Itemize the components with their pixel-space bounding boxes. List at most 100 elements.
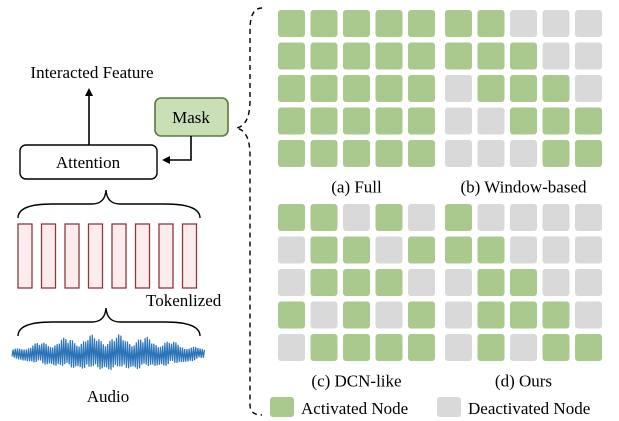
activated-node (375, 269, 403, 296)
activated-node (542, 107, 570, 135)
legend-activated-label: Activated Node (301, 399, 408, 418)
deactivated-node (575, 301, 602, 329)
activated-node (477, 269, 505, 296)
grid-caption: (a) Full (331, 178, 382, 197)
activated-node (278, 75, 305, 102)
deactivated-node (575, 269, 602, 296)
activated-node (375, 75, 403, 102)
deactivated-node (375, 236, 403, 264)
activated-node (477, 10, 505, 37)
mask-grid: (a) Full (278, 10, 435, 197)
activated-node (343, 301, 370, 329)
deactivated-node (278, 269, 305, 296)
deactivated-node (542, 204, 570, 231)
activated-node (310, 204, 338, 231)
activated-node (278, 301, 305, 329)
activated-node (445, 10, 472, 37)
activated-node (375, 107, 403, 135)
activated-node (408, 301, 435, 329)
legend: Activated Node Deactivated Node (270, 397, 590, 418)
activated-node (575, 334, 602, 361)
deactivated-node (445, 334, 472, 361)
activated-node (510, 107, 537, 135)
tokenized-label: Tokenlized (146, 291, 222, 310)
deactivated-node (477, 204, 505, 231)
deactivated-node (575, 10, 602, 37)
deactivated-node (445, 140, 472, 167)
deactivated-node (477, 140, 505, 167)
deactivated-node (310, 301, 338, 329)
activated-node (445, 236, 472, 264)
deactivated-node (343, 204, 370, 231)
activated-node (375, 10, 403, 37)
activated-node (343, 140, 370, 167)
activated-node (477, 75, 505, 102)
activated-node (408, 236, 435, 264)
token-box (181, 223, 198, 289)
activated-node (445, 204, 472, 231)
activated-node (542, 75, 570, 102)
token-box (134, 223, 151, 289)
activated-node (477, 42, 505, 70)
deactivated-node (542, 10, 570, 37)
audio-waveform (11, 334, 206, 370)
deactivated-node (510, 204, 537, 231)
activated-node (542, 301, 570, 329)
activated-node (375, 204, 403, 231)
deactivated-node (408, 204, 435, 231)
deactivated-node (575, 204, 602, 231)
activated-node (343, 269, 370, 296)
activated-node (375, 334, 403, 361)
deactivated-node (542, 269, 570, 296)
activated-node (310, 269, 338, 296)
grid-caption: (c) DCN-like (311, 372, 401, 391)
lower-brace (17, 307, 201, 337)
deactivated-node (510, 236, 537, 264)
deactivated-node (575, 42, 602, 70)
activated-node (343, 334, 370, 361)
activated-node (408, 334, 435, 361)
audio-label: Audio (87, 387, 130, 406)
token-row (17, 223, 198, 289)
activated-node (343, 107, 370, 135)
activated-node (575, 140, 602, 167)
activated-node (278, 140, 305, 167)
mask-grid: (c) DCN-like (278, 204, 435, 391)
deactivated-node (542, 236, 570, 264)
activated-node (343, 236, 370, 264)
deactivated-node (542, 42, 570, 70)
mask-label: Mask (172, 108, 210, 127)
activated-node (278, 204, 305, 231)
activated-node (408, 75, 435, 102)
activated-node (343, 75, 370, 102)
activated-node (278, 10, 305, 37)
legend-deactivated-swatch (437, 397, 461, 417)
activated-node (510, 75, 537, 102)
activated-node (375, 42, 403, 70)
activated-node (408, 42, 435, 70)
mask-grid: (b) Window-based (445, 10, 602, 197)
activated-node (575, 107, 602, 135)
deactivated-node (278, 334, 305, 361)
activated-node (310, 107, 338, 135)
mask-to-attention-arrow (162, 136, 192, 164)
attention-box (19, 144, 158, 180)
legend-activated-swatch (270, 397, 294, 417)
activated-node (310, 42, 338, 70)
token-box (87, 223, 104, 289)
activated-node (310, 75, 338, 102)
deactivated-node (477, 107, 505, 135)
activated-node (343, 10, 370, 37)
deactivated-node (575, 236, 602, 264)
token-box (64, 223, 80, 289)
deactivated-node (510, 10, 537, 37)
deactivated-node (510, 334, 537, 361)
grid-caption: (d) Ours (495, 372, 552, 391)
deactivated-node (575, 75, 602, 102)
activated-node (343, 42, 370, 70)
activated-node (278, 107, 305, 135)
activated-node (310, 236, 338, 264)
deactivated-node (445, 269, 472, 296)
deactivated-node (278, 236, 305, 264)
